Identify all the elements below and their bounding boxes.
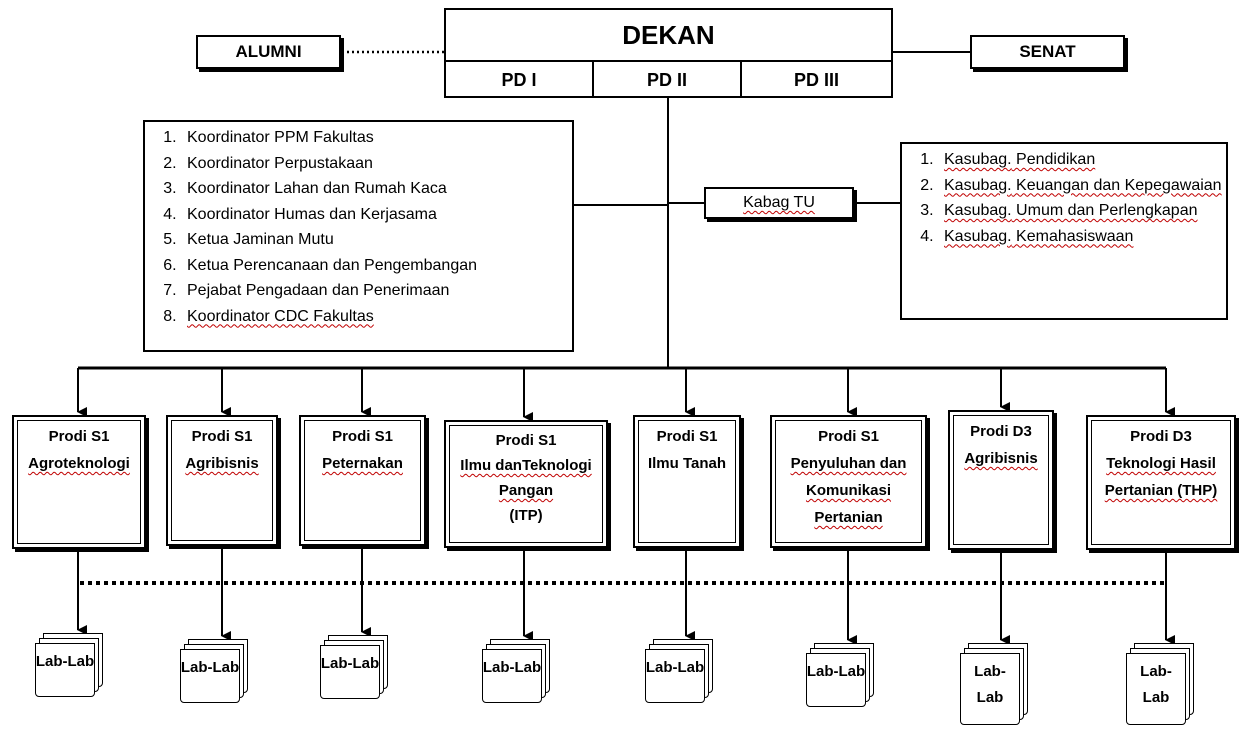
prodi-level: Prodi S1 bbox=[495, 432, 557, 449]
lab-label: Lab-Lab bbox=[35, 653, 95, 670]
lab-stack-4: Lab-Lab bbox=[482, 639, 550, 703]
lab-label: Lab-Lab bbox=[320, 655, 380, 672]
prodi-itp-box: Prodi S1 Ilmu danTeknologi Pangan (ITP) bbox=[444, 420, 608, 548]
pd-ii-box: PD II bbox=[594, 62, 742, 98]
list-item: Koordinator PPM Fakultas bbox=[181, 125, 572, 151]
pd-iii-box: PD III bbox=[793, 69, 839, 90]
prodi-level: Prodi S1 bbox=[191, 428, 253, 445]
prodi-d3-agribisnis-box: Prodi D3 Agribisnis bbox=[948, 410, 1054, 550]
lab-label: Lab- Lab bbox=[974, 663, 1006, 706]
dekan-box: DEKAN PD I PD II PD III bbox=[444, 8, 893, 98]
kabag-tu-label: Kabag TU bbox=[743, 194, 815, 211]
list-item: Kasubag. Pendidikan bbox=[938, 147, 1226, 173]
lab-stack-7: Lab- Lab bbox=[960, 643, 1028, 725]
coordinator-list: Koordinator PPM Fakultas Koordinator Per… bbox=[145, 125, 572, 329]
lab-arrows bbox=[77, 546, 1175, 645]
prodi-level: Prodi D3 bbox=[1130, 428, 1192, 445]
list-item: Koordinator CDC Fakultas bbox=[181, 304, 572, 330]
lab-stack-5: Lab-Lab bbox=[645, 639, 713, 703]
coordinator-list-box: Koordinator PPM Fakultas Koordinator Per… bbox=[143, 120, 574, 352]
cdc-coordinator-label: Koordinator CDC Fakultas bbox=[187, 307, 374, 325]
kasubag-list-box: Kasubag. Pendidikan Kasubag. Keuangan da… bbox=[900, 142, 1228, 320]
prodi-name: Agribisnis bbox=[185, 455, 259, 472]
prodi-name: Agribisnis bbox=[964, 450, 1038, 467]
lab-stack-1: Lab-Lab bbox=[35, 633, 103, 697]
list-item: Kasubag. Kemahasiswaan bbox=[938, 224, 1226, 250]
prodi-level: Prodi D3 bbox=[970, 423, 1032, 440]
prodi-level: Prodi S1 bbox=[656, 428, 718, 445]
prodi-name: Agroteknologi bbox=[28, 455, 130, 472]
lab-stack-8: Lab- Lab bbox=[1126, 643, 1194, 725]
prodi-name: Ilmu danTeknologi bbox=[460, 457, 592, 474]
prodi-ilmu-tanah-box: Prodi S1 Ilmu Tanah bbox=[633, 415, 741, 548]
prodi-name: Peternakan bbox=[322, 455, 403, 472]
senat-label: SENAT bbox=[1019, 42, 1076, 61]
lab-label: Lab-Lab bbox=[806, 663, 866, 680]
prodi-abbrev: (ITP) bbox=[509, 507, 543, 524]
list-item: Pejabat Pengadaan dan Penerimaan bbox=[181, 278, 572, 304]
senat-box: SENAT bbox=[970, 35, 1125, 69]
list-item: Kasubag. Umum dan Perlengkapan bbox=[938, 198, 1226, 224]
alumni-label: ALUMNI bbox=[235, 42, 302, 61]
lab-label: Lab-Lab bbox=[180, 659, 240, 676]
list-item: Koordinator Lahan dan Rumah Kaca bbox=[181, 176, 572, 202]
prodi-level: Prodi S1 bbox=[332, 428, 393, 445]
prodi-level: Prodi S1 bbox=[48, 428, 110, 445]
prodi-thp-box: Prodi D3 Teknologi Hasil Pertanian (THP) bbox=[1086, 415, 1236, 550]
dekan-title: DEKAN bbox=[446, 10, 891, 62]
lab-label: Lab- Lab bbox=[1140, 663, 1172, 706]
prodi-name-line3: Pertanian bbox=[814, 509, 883, 526]
lab-label: Lab-Lab bbox=[482, 659, 542, 676]
pd-i-box: PD I bbox=[446, 62, 594, 98]
kabag-tu-box: Kabag TU bbox=[704, 187, 854, 219]
list-item: Kasubag. Keuangan dan Kepegawaian bbox=[938, 173, 1226, 199]
list-item: Ketua Jaminan Mutu bbox=[181, 227, 572, 253]
lab-stack-6: Lab-Lab bbox=[806, 643, 874, 707]
prodi-name-line2: Komunikasi bbox=[805, 482, 892, 499]
list-item: Ketua Perencanaan dan Pengembangan bbox=[181, 253, 572, 279]
alumni-box: ALUMNI bbox=[196, 35, 341, 69]
prodi-name: Teknologi Hasil bbox=[1106, 455, 1216, 472]
list-item: Koordinator Perpustakaan bbox=[181, 151, 572, 177]
prodi-agribisnis-box: Prodi S1 Agribisnis bbox=[166, 415, 278, 546]
prodi-name: Ilmu Tanah bbox=[647, 455, 727, 472]
prodi-penyuluhan-box: Prodi S1 Penyuluhan dan Komunikasi Perta… bbox=[770, 415, 927, 548]
lab-stack-2: Lab-Lab bbox=[180, 639, 248, 703]
prodi-arrows bbox=[77, 368, 1175, 422]
prodi-name-line2: Pertanian (THP) bbox=[1104, 482, 1218, 499]
prodi-agroteknologi-box: Prodi S1 Agroteknologi bbox=[12, 415, 146, 549]
prodi-name: Penyuluhan dan bbox=[790, 455, 907, 472]
prodi-level: Prodi S1 bbox=[818, 428, 879, 445]
kasubag-list: Kasubag. Pendidikan Kasubag. Keuangan da… bbox=[902, 147, 1226, 249]
list-item: Koordinator Humas dan Kerjasama bbox=[181, 202, 572, 228]
lab-stack-3: Lab-Lab bbox=[320, 635, 388, 699]
lab-label: Lab-Lab bbox=[645, 659, 705, 676]
prodi-name-line2: Pangan bbox=[498, 482, 554, 499]
prodi-peternakan-box: Prodi S1 Peternakan bbox=[299, 415, 426, 546]
